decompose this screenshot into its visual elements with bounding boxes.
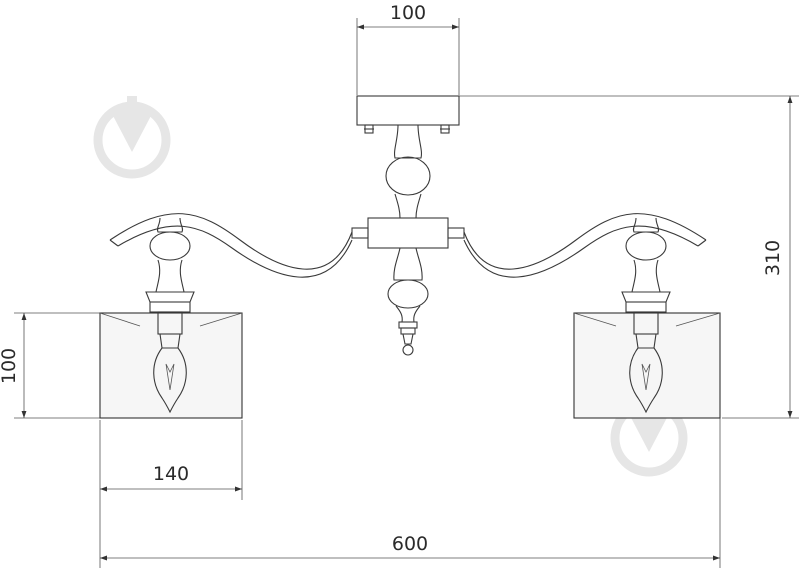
- ceiling-canopy: [356, 95, 460, 134]
- dimension-total-width-label: 600: [392, 533, 428, 555]
- right-lampshade: [573, 312, 721, 419]
- dimension-top-width: 100: [356, 2, 460, 95]
- left-lampshade: [99, 312, 243, 419]
- dimension-total-height: 310: [459, 95, 799, 419]
- dimension-shade-width: 140: [99, 420, 243, 500]
- dimension-total-width: 600: [99, 418, 721, 568]
- watermark-download-icon-left: [93, 96, 171, 179]
- dimension-total-height-label: 310: [762, 240, 784, 276]
- center-stem: [351, 124, 465, 356]
- right-arm: [463, 213, 707, 278]
- dimension-top-width-label: 100: [390, 2, 426, 24]
- dimension-shade-height-label: 100: [0, 348, 20, 384]
- dimension-shade-height: 100: [0, 312, 100, 419]
- right-bulb: [629, 347, 663, 414]
- left-arm: [109, 213, 353, 278]
- left-bulb: [153, 347, 187, 414]
- left-lamp: [99, 217, 243, 419]
- dimension-shade-width-label: 140: [153, 463, 189, 485]
- right-lamp: [573, 217, 721, 419]
